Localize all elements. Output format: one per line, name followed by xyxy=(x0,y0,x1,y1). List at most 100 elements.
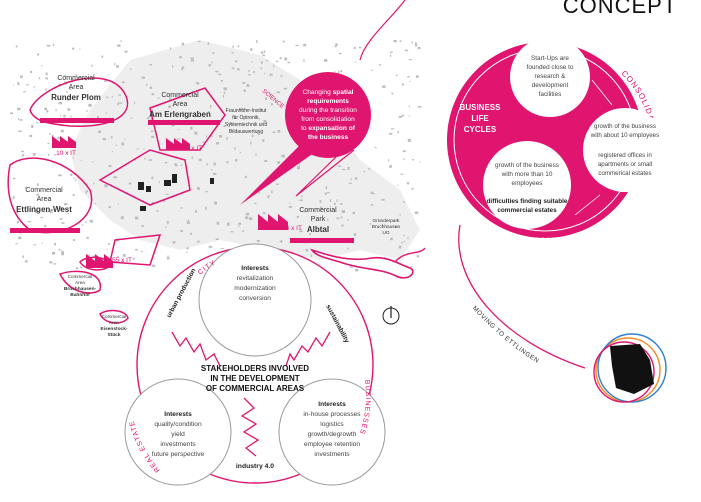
map-texture-dot xyxy=(15,243,18,245)
map-texture-dot xyxy=(263,50,266,53)
map-texture-dot xyxy=(353,233,357,236)
map-texture-dot xyxy=(91,64,93,67)
map-texture-dot xyxy=(181,68,183,71)
map-texture-dot xyxy=(304,210,306,213)
map-texture-dot xyxy=(226,161,229,164)
map-texture-dot xyxy=(341,168,346,171)
gruender-line-3: UG xyxy=(382,230,389,236)
map-texture-dot xyxy=(319,200,322,203)
map-texture-dot xyxy=(57,136,61,140)
map-texture-dot xyxy=(248,217,253,221)
map-texture-dot xyxy=(98,130,101,133)
map-texture-dot xyxy=(144,157,146,160)
map-texture-dot xyxy=(264,160,268,162)
left-heading: Interests xyxy=(164,411,192,418)
map-texture-dot xyxy=(114,62,116,66)
map-texture-dot xyxy=(284,57,288,61)
map-texture-dot xyxy=(166,220,169,223)
gruender-line-1: Gründerpark xyxy=(373,218,401,224)
map-texture-dot xyxy=(205,206,207,210)
map-texture-dot xyxy=(283,87,288,90)
factory-icon xyxy=(258,214,288,230)
map-texture-dot xyxy=(243,89,246,92)
map-texture-dot xyxy=(63,75,67,77)
map-texture-dot xyxy=(61,252,64,256)
map-texture-dot xyxy=(410,266,413,268)
map-texture-dot xyxy=(190,57,194,60)
map-texture-dot xyxy=(103,80,107,82)
map-texture-dot xyxy=(415,43,418,47)
map-texture-dot xyxy=(230,231,234,233)
map-texture-dot xyxy=(310,254,312,257)
map-texture-dot xyxy=(146,117,150,120)
map-texture-dot xyxy=(208,245,213,248)
map-texture-dot xyxy=(412,159,414,161)
map-texture-dot xyxy=(226,222,230,226)
map-texture-dot xyxy=(326,209,330,211)
river-line xyxy=(394,247,426,263)
map-texture-dot xyxy=(339,53,342,55)
map-texture-dot xyxy=(20,75,23,78)
map-texture-dot xyxy=(198,158,202,162)
map-texture-dot xyxy=(79,266,82,269)
map-texture-dot xyxy=(390,237,393,241)
map-texture-dot xyxy=(146,84,148,86)
map-texture-dot xyxy=(398,245,402,249)
map-texture-dot xyxy=(29,134,33,138)
map-texture-dot xyxy=(45,88,47,91)
map-texture-dot xyxy=(246,84,250,87)
map-texture-dot xyxy=(411,41,413,44)
map-texture-dot xyxy=(270,103,273,106)
startups-line-2: founded close to xyxy=(527,64,574,71)
map-texture-dot xyxy=(148,159,152,161)
map-texture-dot xyxy=(166,257,170,260)
fraunhofer-line-3: Systemtechnik und xyxy=(225,122,267,128)
albtal-title: Albtal xyxy=(307,225,329,234)
map-texture-dot xyxy=(409,80,411,82)
map-texture-dot xyxy=(248,74,251,76)
map-texture-dot xyxy=(172,65,174,68)
map-texture-dot xyxy=(117,102,119,106)
map-texture-dot xyxy=(211,61,213,64)
map-texture-dot xyxy=(374,147,377,149)
map-texture-dot xyxy=(389,165,392,168)
map-texture-dot xyxy=(49,133,51,135)
moving-arrow xyxy=(458,224,586,369)
runder-plom-count: 10 x IT xyxy=(56,150,76,157)
map-texture-dot xyxy=(27,221,32,223)
right-item-4: employee retention xyxy=(304,441,360,448)
expansion-bubble xyxy=(483,141,571,229)
map-texture-dot xyxy=(250,141,252,145)
map-texture-dot xyxy=(141,76,145,79)
map-texture-dot xyxy=(87,254,90,257)
map-texture-dot xyxy=(369,223,372,225)
map-texture-dot xyxy=(150,130,154,133)
map-texture-dot xyxy=(149,86,152,89)
map-texture-dot xyxy=(85,221,87,223)
map-texture-dot xyxy=(47,210,51,213)
map-texture-dot xyxy=(237,45,240,48)
map-texture-dot xyxy=(75,74,78,76)
map-texture-dot xyxy=(72,47,75,50)
map-texture-dot xyxy=(10,112,13,115)
map-texture-dot xyxy=(239,152,242,154)
bruchhausen-label-1: Commercial xyxy=(68,274,93,279)
map-texture-dot xyxy=(51,134,54,138)
map-texture-dot xyxy=(195,209,197,213)
map-texture-dot xyxy=(115,144,118,146)
map-texture-dot xyxy=(117,203,119,205)
map-texture-dot xyxy=(44,107,48,111)
map-texture-dot xyxy=(214,201,217,205)
map-texture-dot xyxy=(152,264,156,267)
map-texture-dot xyxy=(20,119,23,121)
runder-plom-title: Runder Plom xyxy=(51,93,101,102)
eisenstock-title-2: Stück xyxy=(107,332,120,338)
stakeholders-title-3: OF COMMERCIAL AREAS xyxy=(206,384,305,393)
map-texture-dot xyxy=(348,182,352,184)
map-texture-dot xyxy=(391,128,395,130)
callout-line-5: to expansation of xyxy=(301,125,356,132)
eisenstock-title-1: Eisenstock- xyxy=(101,326,128,332)
map-texture-dot xyxy=(370,191,374,194)
south-count: 55 x IT xyxy=(112,257,132,264)
fraunhofer-line-1: Fraunhofer-Institut xyxy=(226,108,267,114)
